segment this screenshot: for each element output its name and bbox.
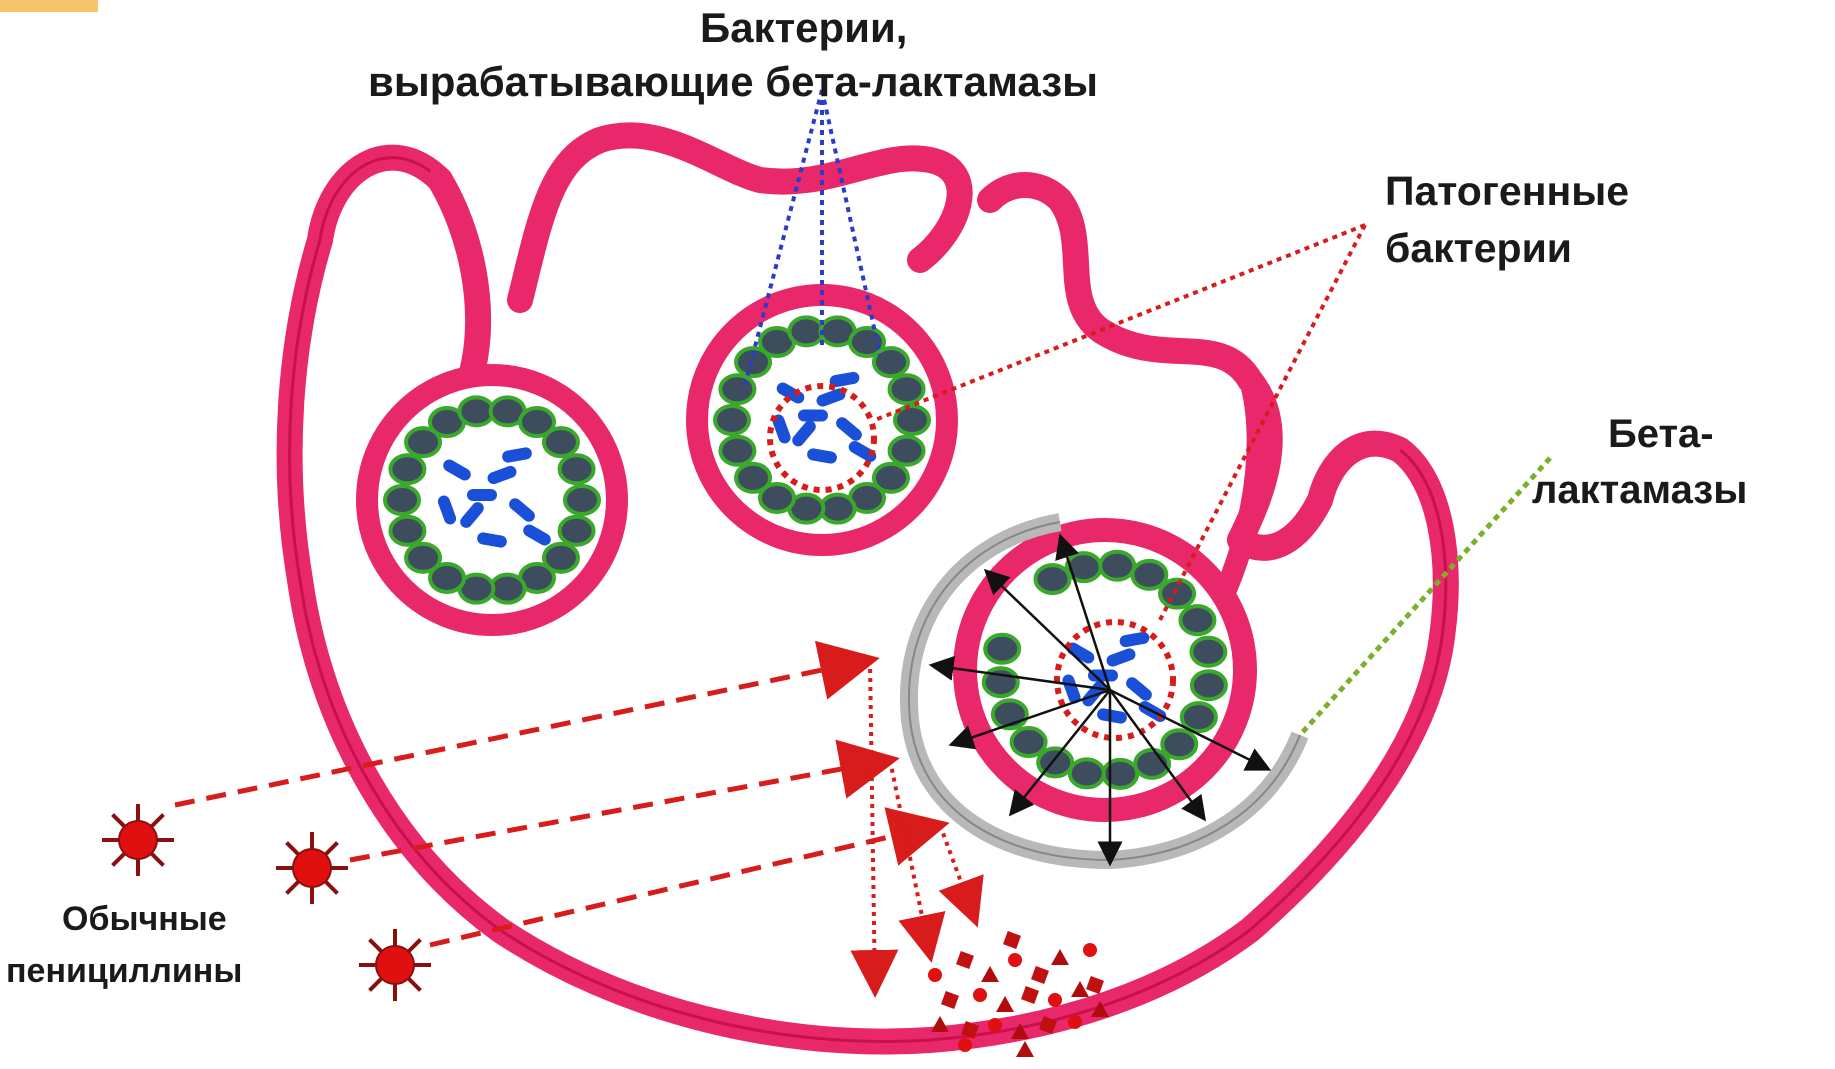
bacterium-icon [1036,565,1070,593]
debris-icon [941,991,959,1009]
pathogen-rod-icon [798,410,828,422]
debris-icon [996,996,1014,1012]
bacterium-icon [789,317,823,345]
bacterium-icon [720,375,754,403]
debris-icon [1083,943,1097,957]
penicillin-label-line2: пенициллины [6,952,242,991]
bacteria-title-line2: вырабатывающие бета-лактамазы [368,58,1098,106]
beta-lactamase-label-line2: лактамазы [1532,468,1747,513]
star-core [119,821,157,859]
bacterium-icon [1103,760,1137,788]
bacterium-icon [1160,580,1194,608]
bacterium-icon [385,486,419,514]
bacterium-icon [1067,553,1101,581]
bacterium-icon [491,575,525,603]
penicillin-star-icon [276,832,348,904]
bacterium-icon [1192,671,1226,699]
bacterium-icon [1182,703,1216,731]
bacterium-icon [874,348,908,376]
penicillin-path-arrow [350,760,890,860]
bacteria-title-line1: Бактерии, [700,4,907,52]
pathogenic-label-line2: бактерии [1385,225,1572,272]
debris-icon [1003,931,1021,949]
deflected-arrow [940,825,975,920]
bacterium-icon [890,437,924,465]
pathogen-rod-icon [467,489,497,501]
debris-icon [1008,953,1022,967]
debris-icon [931,1016,949,1032]
bacterium-icon [544,428,578,456]
debris-icon [1086,976,1104,994]
bacterium-icon [1070,759,1104,787]
bacterium-icon [715,406,749,434]
bacterium-icon [1162,730,1196,758]
pathogenic-label-line1: Патогенные [1385,168,1629,215]
deflected-arrow [870,660,875,990]
bacterium-icon [821,495,855,523]
bacterium-icon [1100,552,1134,580]
penicillin-path-arrow [430,825,940,945]
debris-icon [958,1038,972,1052]
bacterium-icon [1191,638,1225,666]
bacterium-icon [390,455,424,483]
star-core [293,849,331,887]
bacterium-icon [736,464,770,492]
debris-icon [1068,1015,1082,1029]
beta-lactamase-label-line1: Бета- [1608,412,1714,457]
bacterium-icon [560,455,594,483]
bacterium-icon [1132,561,1166,589]
debris-icon [928,968,942,982]
bacterium-icon [560,517,594,545]
bacterium-icon [985,635,1019,663]
penicillin-label-line1: Обычные [62,900,227,939]
debris-icon [1051,949,1069,965]
debris-icon [988,1018,1002,1032]
penicillin-star-icon [102,804,174,876]
debris-icon [956,951,974,969]
debris-icon [973,988,987,1002]
lobe-right [965,380,1258,810]
bacterium-icon [406,544,440,572]
bacterium-icon [1180,606,1214,634]
deflected-arrow [890,760,930,955]
penicillin-star-icon [359,929,431,1001]
bacterium-icon [720,437,754,465]
debris-icon [1021,986,1039,1004]
debris-icon [1048,993,1062,1007]
bacterium-icon [459,397,493,425]
debris-icon [1031,966,1049,984]
debris-icon [1016,1041,1034,1057]
star-core [376,946,414,984]
debris-icon [981,966,999,982]
bacterium-icon [565,486,599,514]
bacterium-icon [1012,728,1046,756]
bacterium-icon [390,517,424,545]
bacterium-icon [890,375,924,403]
